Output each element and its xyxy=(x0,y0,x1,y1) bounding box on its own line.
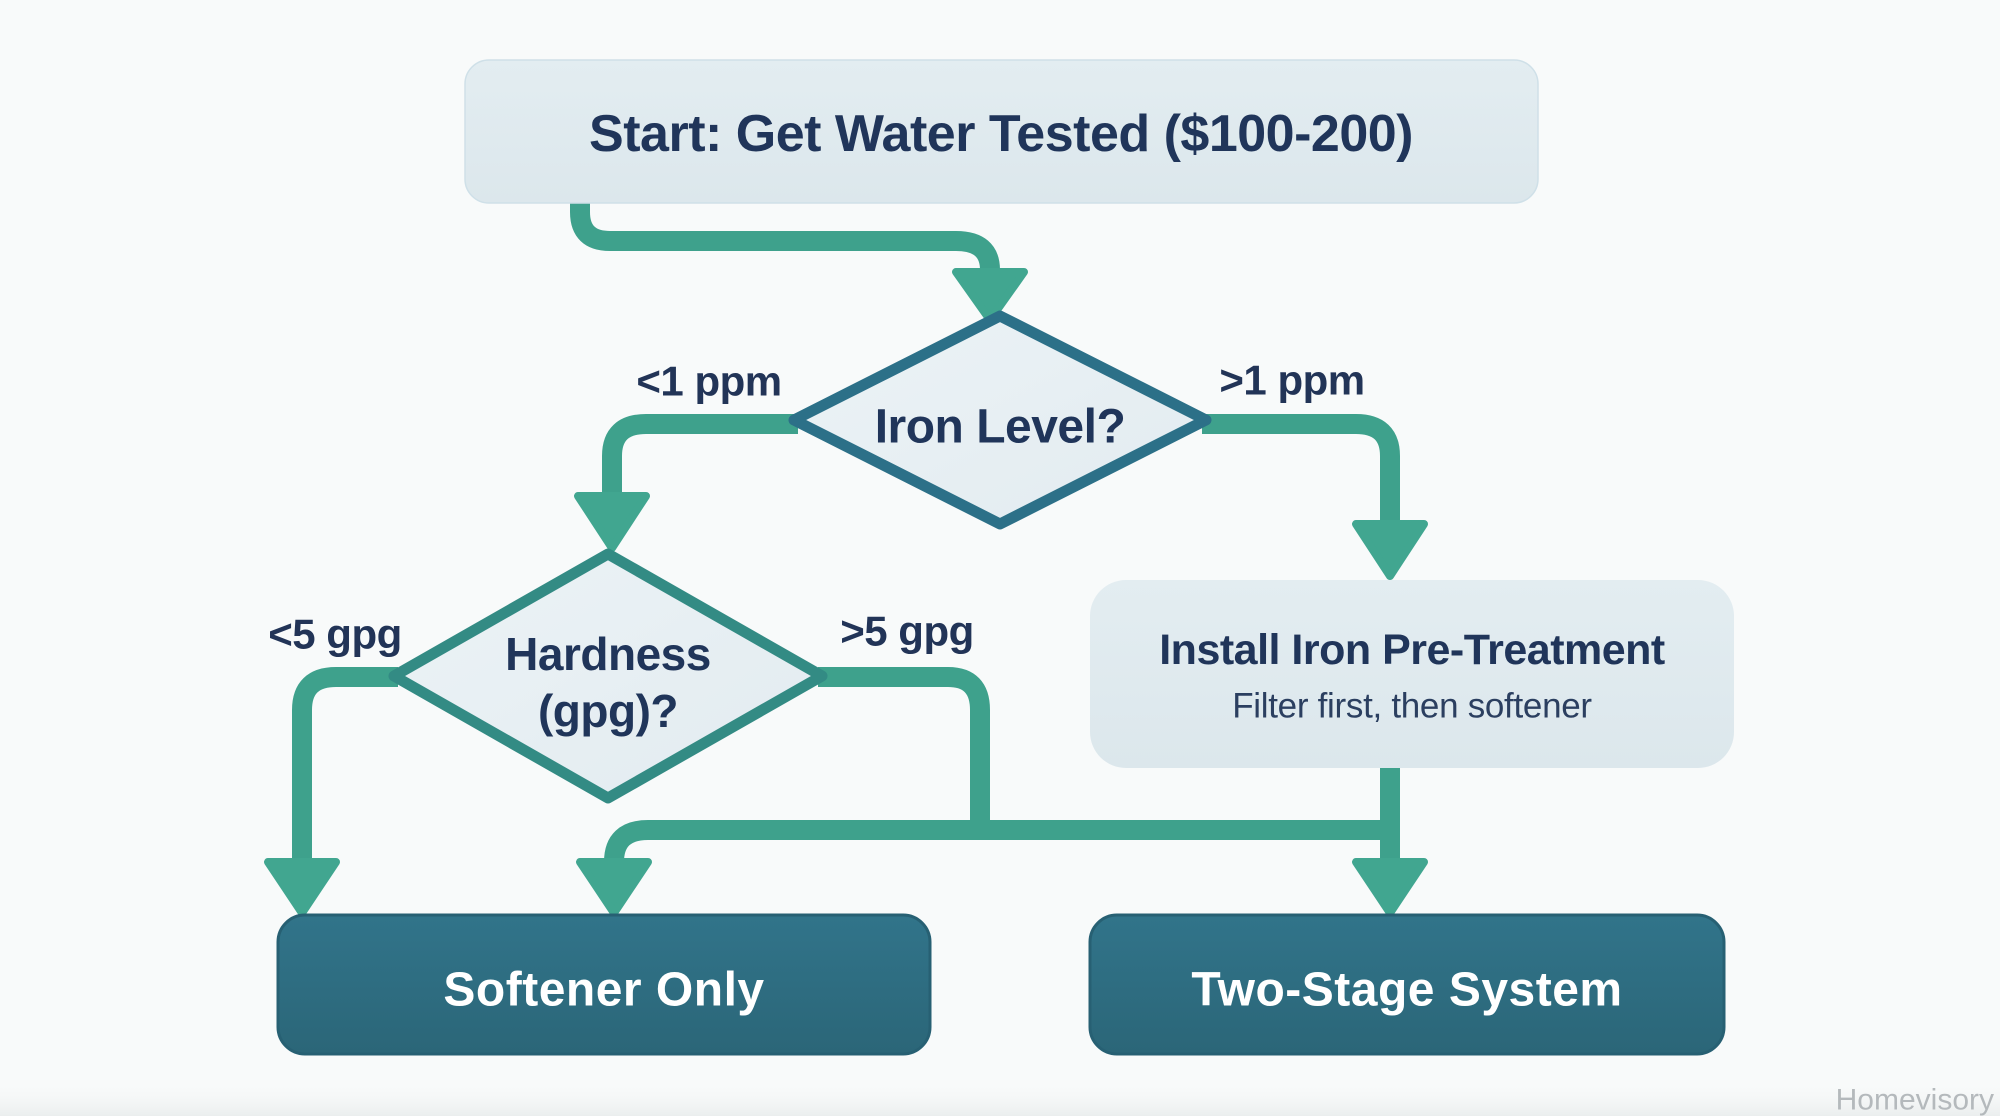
arrowhead-into-softener-center xyxy=(576,858,652,917)
arrowhead-into-hardness-diamond xyxy=(574,492,650,552)
arrowhead-into-twostage xyxy=(1352,858,1428,917)
hardness-decision-diamond xyxy=(388,548,828,804)
start-node-label: Start: Get Water Tested ($100-200) xyxy=(589,105,1413,163)
twostage-node xyxy=(1088,913,1726,1056)
connector-junction-bar xyxy=(604,820,1390,866)
bottom-fade xyxy=(0,1080,2000,1116)
iron-decision-diamond xyxy=(788,310,1212,530)
connector-iron-low-branch xyxy=(602,414,798,500)
iron-high-branch-label: >1 ppm xyxy=(1219,357,1364,404)
arrowhead-into-iron-diamond xyxy=(952,268,1028,324)
arrowhead-into-pretreatment-box xyxy=(1352,520,1428,580)
pretreatment-node xyxy=(1090,580,1734,768)
connector-hardness-low-branch xyxy=(292,667,398,866)
twostage-label: Two-Stage System xyxy=(1191,964,1622,1017)
pretreatment-title: Install Iron Pre-Treatment xyxy=(1159,626,1665,674)
connector-hardness-high-branch xyxy=(818,667,990,836)
hardness-high-branch-label: >5 gpg xyxy=(840,608,974,655)
hardness-decision-label-line1: Hardness xyxy=(505,628,711,680)
hardness-decision-label-line2: (gpg)? xyxy=(538,685,678,737)
iron-low-branch-label: <1 ppm xyxy=(636,358,781,405)
connector-iron-high-branch xyxy=(1202,414,1400,528)
softener-only-node xyxy=(276,913,932,1056)
pretreatment-subtitle: Filter first, then softener xyxy=(1232,687,1592,726)
hardness-low-branch-label: <5 gpg xyxy=(268,611,402,658)
softener-only-label: Softener Only xyxy=(443,964,764,1017)
start-node xyxy=(464,59,1539,204)
connector-start-to-iron xyxy=(570,202,1000,276)
watermark-label: Homevisory xyxy=(1836,1084,1994,1116)
iron-decision-label: Iron Level? xyxy=(875,401,1126,454)
arrowhead-into-softener-left xyxy=(264,858,340,917)
